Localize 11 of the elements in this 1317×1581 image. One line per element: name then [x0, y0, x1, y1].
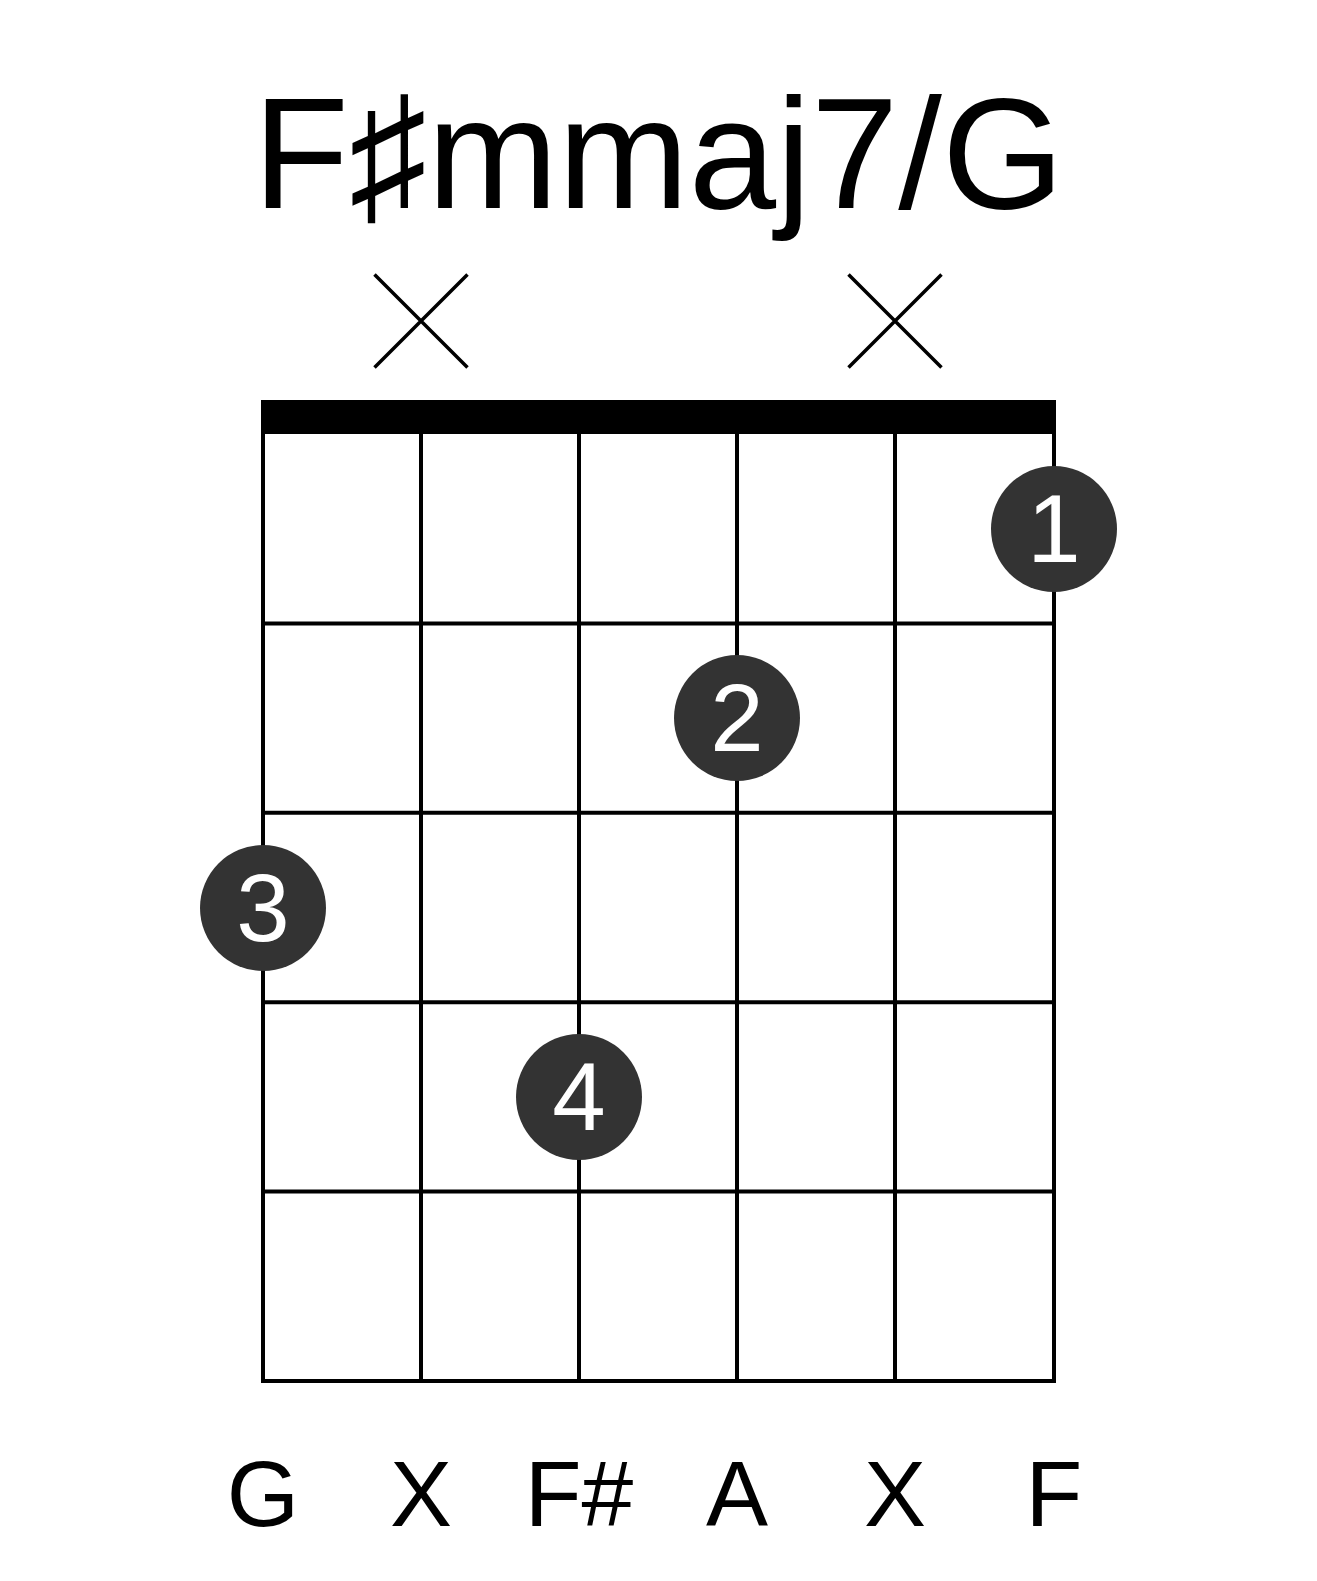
- finger-number: 1: [1027, 480, 1081, 577]
- chord-title: F♯mmaj7/G: [251, 65, 1066, 243]
- string-note-label: F#: [524, 1448, 634, 1541]
- finger-number: 4: [552, 1048, 606, 1145]
- finger-number: 3: [236, 859, 290, 956]
- string-note-label: A: [706, 1448, 768, 1541]
- string-note-label: X: [390, 1448, 452, 1541]
- string-note-label: F: [1025, 1448, 1083, 1541]
- finger-number: 2: [710, 670, 764, 767]
- string-note-label: G: [226, 1448, 300, 1541]
- string-note-label: X: [864, 1448, 926, 1541]
